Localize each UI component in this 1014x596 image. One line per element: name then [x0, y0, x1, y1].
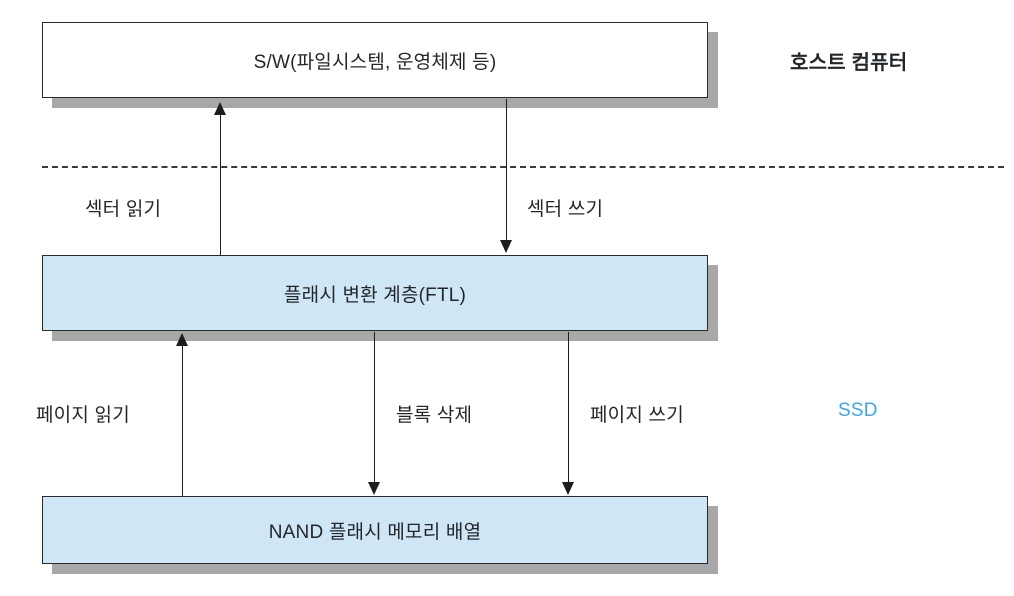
software-box-label: S/W(파일시스템, 운영체제 등) — [253, 51, 497, 73]
sector-read-label: 섹터 읽기 — [85, 199, 162, 220]
sector-write-arrow-line — [506, 99, 507, 240]
sector-write-label: 섹터 쓰기 — [527, 199, 604, 220]
page-read-arrow-head — [176, 333, 188, 346]
ssd-label: SSD — [838, 400, 878, 421]
page-read-label: 페이지 읽기 — [36, 405, 130, 426]
host-computer-label: 호스트 컴퓨터 — [790, 52, 908, 74]
sector-read-arrow-line — [220, 114, 221, 255]
page-write-arrow-line — [568, 332, 569, 482]
sector-read-arrow-head — [214, 102, 226, 115]
block-erase-arrow-head — [368, 482, 380, 495]
ftl-box[interactable]: 플래시 변환 계층(FTL) — [42, 255, 708, 331]
page-read-arrow-line — [182, 345, 183, 496]
page-write-arrow-head — [562, 482, 574, 495]
ftl-box-label: 플래시 변환 계층(FTL) — [283, 284, 467, 306]
host-ssd-divider — [42, 166, 1004, 168]
software-box[interactable]: S/W(파일시스템, 운영체제 등) — [42, 22, 708, 98]
page-write-label: 페이지 쓰기 — [590, 405, 684, 426]
nand-box-label: NAND 플래시 메모리 배열 — [268, 521, 482, 543]
block-erase-label: 블록 삭제 — [396, 405, 473, 426]
sector-write-arrow-head — [500, 240, 512, 253]
nand-box[interactable]: NAND 플래시 메모리 배열 — [42, 496, 708, 564]
block-erase-arrow-line — [374, 332, 375, 482]
